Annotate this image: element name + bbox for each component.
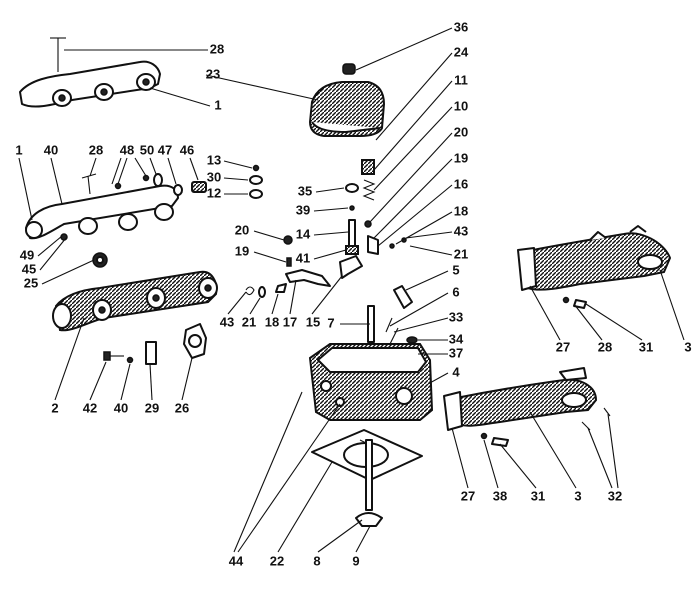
valve-and-guide [355, 439, 383, 527]
callout-label-l-50: 50 [140, 142, 154, 157]
callout-label-l-35: 35 [298, 183, 312, 198]
callout-label-l-21a: 21 [454, 246, 468, 261]
callout-label-l-40b: 40 [114, 400, 128, 415]
callout-label-l-3a: 3 [684, 339, 691, 354]
callout-label-l-39: 39 [296, 202, 310, 217]
callout-label-l-18b: 18 [265, 314, 279, 329]
callout-label-l-46: 46 [180, 142, 194, 157]
valve-train-parts [245, 183, 407, 298]
callout-label-l-15: 15 [306, 314, 320, 329]
callout-label-l-48: 48 [120, 142, 134, 157]
leader-lines [18, 27, 685, 553]
callout-label-l-20b: 20 [235, 222, 249, 237]
callout-label-l-44: 44 [229, 553, 244, 568]
callout-label-l-19b: 19 [235, 243, 249, 258]
callout-label-l-37: 37 [449, 345, 463, 360]
manifold-lower-left [52, 270, 218, 365]
manifold-right-lower [443, 367, 611, 447]
cylinder-head [308, 343, 434, 421]
callout-label-l-6: 6 [452, 284, 459, 299]
callout-label-l-24: 24 [454, 44, 469, 59]
callout-label-l-7: 7 [327, 315, 334, 330]
callout-label-l-20a: 20 [454, 124, 468, 139]
callout-label-l-12: 12 [207, 185, 221, 200]
small-fittings-group [81, 164, 263, 199]
callout-label-l-47: 47 [158, 142, 172, 157]
callout-label-l-41: 41 [296, 250, 310, 265]
callout-label-l-31b: 31 [531, 488, 545, 503]
callout-label-l-32: 32 [608, 488, 622, 503]
callout-label-l-3b: 3 [574, 488, 581, 503]
callout-label-l-1b: 1 [15, 142, 22, 157]
manifold-right-upper [517, 225, 672, 309]
callout-label-l-40a: 40 [44, 142, 58, 157]
callout-label-l-42: 42 [83, 400, 97, 415]
callout-label-l-25: 25 [24, 275, 38, 290]
callout-label-l-9: 9 [352, 553, 359, 568]
callout-label-l-18a: 18 [454, 203, 468, 218]
rocker-side-parts [367, 285, 418, 358]
valve-spring-stack [361, 159, 376, 228]
callout-label-l-30: 30 [207, 169, 221, 184]
callout-label-l-21b: 21 [242, 314, 256, 329]
callout-label-l-43a: 43 [454, 223, 468, 238]
callout-label-l-14: 14 [296, 226, 311, 241]
callout-label-l-28b: 28 [89, 142, 103, 157]
callout-label-l-26: 26 [175, 400, 189, 415]
callout-label-l-4: 4 [452, 364, 460, 379]
callout-label-l-28a: 28 [210, 41, 224, 56]
callout-label-l-10: 10 [454, 98, 468, 113]
callout-label-l-49: 49 [20, 247, 34, 262]
callout-label-l-27b: 27 [461, 488, 475, 503]
callout-label-l-27a: 27 [556, 339, 570, 354]
callout-label-l-16: 16 [454, 176, 468, 191]
callout-label-l-36: 36 [454, 19, 468, 34]
callout-label-l-28c: 28 [598, 339, 612, 354]
callout-label-l-23: 23 [206, 66, 220, 81]
callout-label-l-11: 11 [454, 72, 468, 87]
callout-label-l-13: 13 [207, 152, 221, 167]
callout-label-l-17: 17 [283, 314, 297, 329]
callout-label-l-19a: 19 [454, 150, 468, 165]
callout-label-l-38: 38 [493, 488, 507, 503]
callout-label-l-43b: 43 [220, 314, 234, 329]
manifold-middle-left [25, 184, 179, 268]
callout-label-l-22: 22 [270, 553, 284, 568]
callout-label-l-45: 45 [22, 261, 36, 276]
rocker-cover [308, 63, 386, 137]
callout-label-l-5: 5 [452, 262, 459, 277]
callout-label-l-33: 33 [449, 309, 463, 324]
callout-label-l-29: 29 [145, 400, 159, 415]
callout-label-l-31a: 31 [639, 339, 653, 354]
callout-label-l-34: 34 [449, 331, 464, 346]
callout-label-l-8: 8 [313, 553, 320, 568]
manifold-top-left [19, 37, 161, 108]
callout-label-l-1a: 1 [214, 97, 221, 112]
callout-label-l-2: 2 [51, 400, 58, 415]
